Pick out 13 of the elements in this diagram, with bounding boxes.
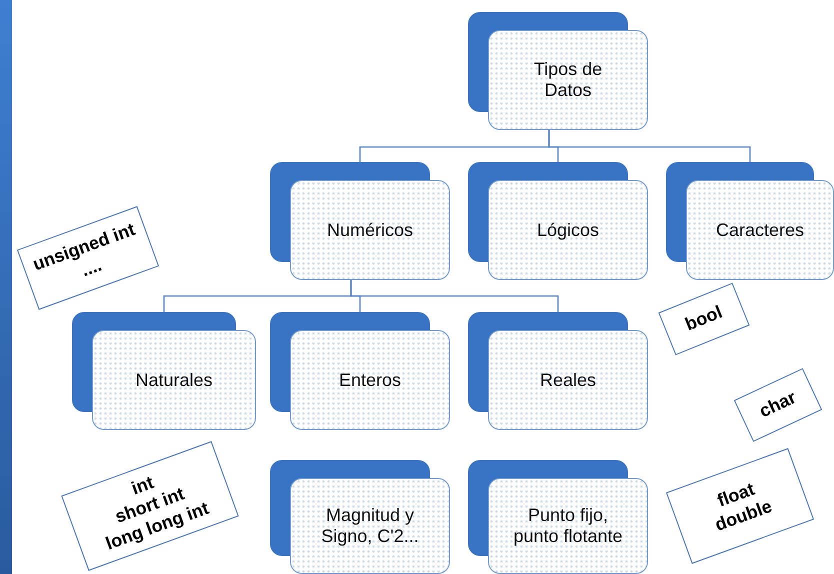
- note-text: bool: [682, 302, 726, 336]
- node-label: Reales: [540, 370, 596, 390]
- note-text: int: [128, 472, 156, 498]
- node-label: Numéricos: [326, 220, 414, 240]
- node-label: Enteros: [338, 370, 402, 390]
- node-label: Punto fijo, punto flotante: [512, 505, 624, 547]
- note-text: ....: [78, 254, 104, 282]
- note-text: char: [756, 387, 800, 423]
- node-label: Magnitud y Signo, C'2...: [320, 505, 420, 547]
- node-label: Lógicos: [536, 220, 600, 240]
- node-label: Caracteres: [716, 220, 804, 240]
- node-label: Naturales: [135, 370, 213, 390]
- node-label: Tipos de Datos: [532, 59, 604, 101]
